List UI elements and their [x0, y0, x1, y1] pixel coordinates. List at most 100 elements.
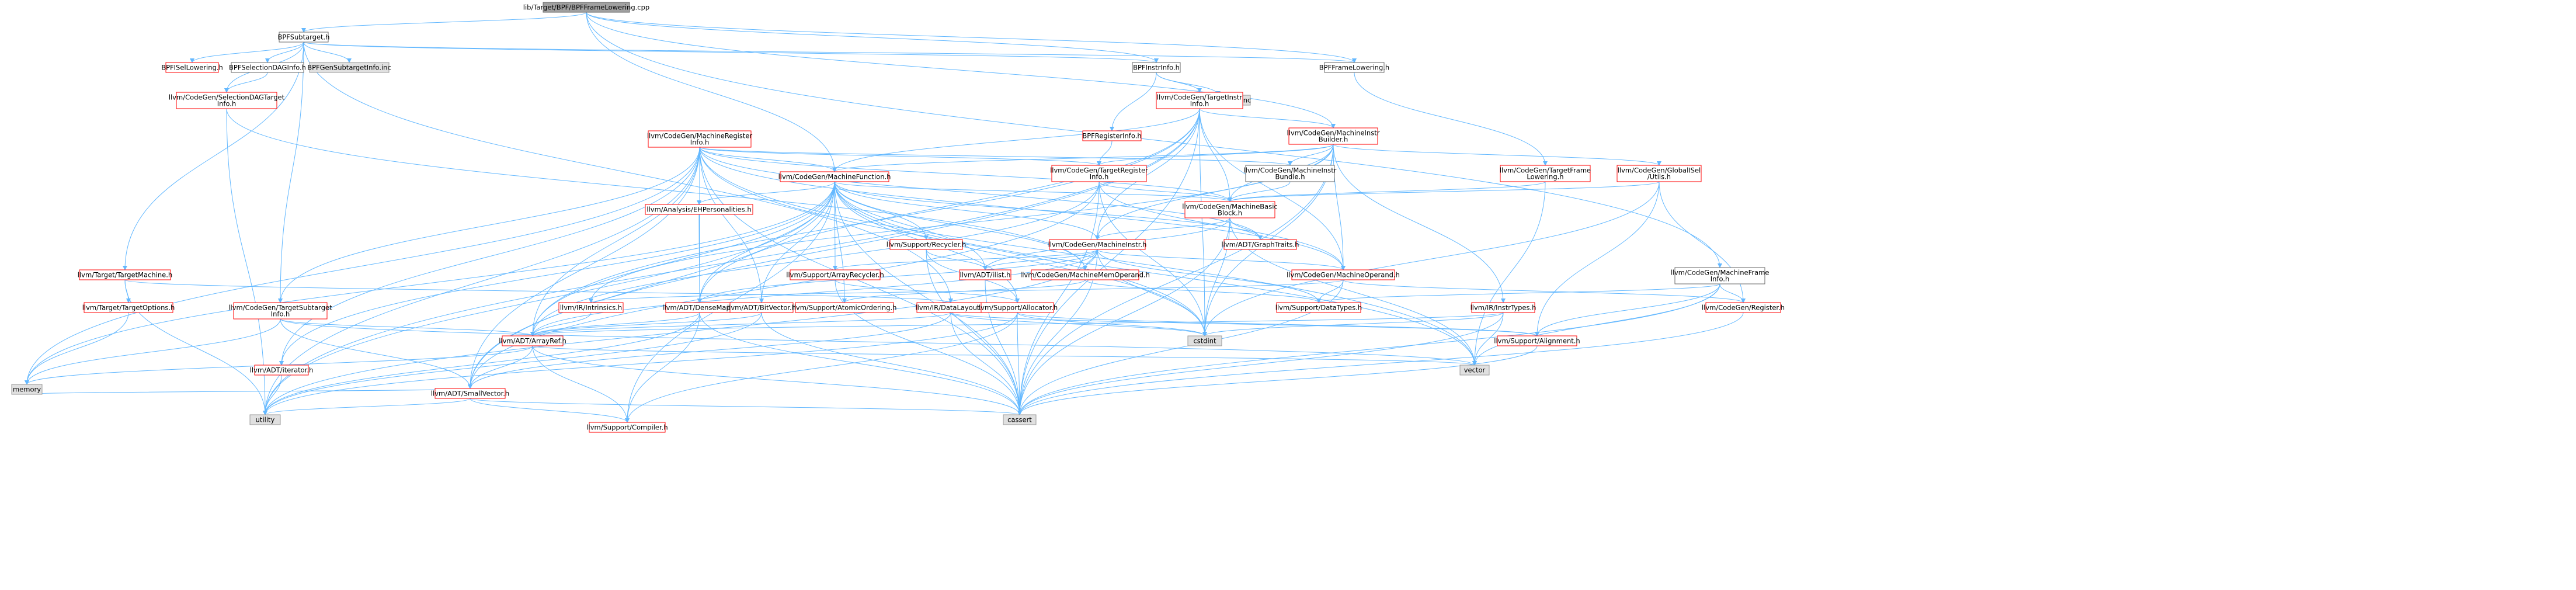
node-label-targetframelowering-1: Lowering.h: [1527, 173, 1563, 181]
node-label-bpfregisterinfo-0: BPFRegisterInfo.h: [1082, 132, 1141, 140]
edge-machineinstrbuilder-to-machinefunction: [832, 144, 1334, 172]
edge-machineregisterinfo-to-cassert: [699, 147, 1022, 415]
node-box-targetframelowering: [1500, 165, 1591, 182]
edge-bpfframelowering-to-targetframelowering: [1354, 72, 1548, 166]
node-ehpersonalities[interactable]: llvm/Analysis/EHPersonalities.h: [645, 204, 753, 215]
node-ilist[interactable]: llvm/ADT/ilist.h: [959, 269, 1011, 280]
node-label-machinefunction-0: llvm/CodeGen/MachineFunction.h: [778, 173, 891, 181]
node-machineoperand[interactable]: llvm/CodeGen/MachineOperand.h: [1287, 269, 1400, 280]
node-box-selectiondagtargetinfo: [176, 92, 277, 109]
node-box-datatypes: [1276, 302, 1361, 313]
node-bpfframelowering[interactable]: BPFFrameLowering.h: [1319, 62, 1389, 73]
node-memory: memory: [11, 384, 43, 395]
edge-targetsubtargetinfo-to-vector: [280, 318, 1477, 366]
edge-arrayref-to-compiler: [532, 345, 630, 423]
node-targetoptions[interactable]: llvm/Target/TargetOptions.h: [82, 302, 175, 313]
node-bitvector[interactable]: llvm/ADT/BitVector.h: [727, 302, 796, 313]
node-densemap[interactable]: llvm/ADT/DenseMap.h: [662, 302, 737, 313]
edge-machineregisterinfo-to-targetsubtargetinfo: [278, 147, 700, 303]
node-arrayrecycler[interactable]: llvm/Support/ArrayRecycler.h: [786, 269, 884, 280]
node-atomicordering[interactable]: llvm/Support/AtomicOrdering.h: [792, 302, 897, 313]
node-box-ilist: [959, 269, 1011, 280]
node-cassert: cassert: [1003, 414, 1037, 425]
edge-machineregisterinfo-to-machinebasicblock: [699, 147, 1232, 202]
node-allocator[interactable]: llvm/Support/Allocator.h: [977, 302, 1058, 313]
node-datalayout[interactable]: llvm/IR/DataLayout.h: [915, 302, 986, 313]
node-bpfregisterinfo[interactable]: BPFRegisterInfo.h: [1082, 130, 1142, 141]
node-bpfsubtarget[interactable]: BPFSubtarget.h: [277, 32, 330, 43]
edge-arrayref-to-vector: [532, 345, 1477, 366]
edge-machineinstrbuilder-to-machineoperand: [1333, 144, 1346, 270]
edge-machineoperand-to-register: [1343, 279, 1746, 303]
edge-machineframeinfo-to-cassert: [1017, 283, 1720, 415]
edge-bpfsubtarget-to-datalayout: [303, 41, 953, 303]
edge-machinebasicblock-to-graphtraits: [1229, 217, 1263, 240]
edge-machinefunction-to-utility: [263, 181, 835, 415]
node-instrtypes[interactable]: llvm/IR/InstrTypes.h: [1470, 302, 1536, 313]
node-arrayref[interactable]: llvm/ADT/ArrayRef.h: [499, 335, 566, 346]
node-label-machinememoperand-0: llvm/CodeGen/MachineMemOperand.h: [1020, 271, 1150, 279]
node-box-bpfgensubtargetinfo: [309, 62, 390, 73]
edge-machineregisterinfo-to-utility: [263, 147, 700, 415]
edge-smallvector-to-memory: [25, 388, 471, 395]
node-machinememoperand[interactable]: llvm/CodeGen/MachineMemOperand.h: [1020, 269, 1150, 280]
edge-targetregisterinfo-to-cassert: [1017, 181, 1100, 415]
edge-machineframeinfo-to-vector: [1472, 283, 1720, 366]
node-box-bpfselectiondaginfo: [231, 62, 304, 73]
node-globalisel[interactable]: llvm/CodeGen/GlobalISel/Utils.h: [1616, 165, 1702, 182]
node-smallvector[interactable]: llvm/ADT/SmallVector.h: [431, 388, 509, 399]
edge-targetregisterinfo-to-cstdint: [1098, 181, 1207, 336]
node-datatypes[interactable]: llvm/Support/DataTypes.h: [1275, 302, 1362, 313]
node-iterator[interactable]: llvm/ADT/iterator.h: [250, 365, 314, 376]
node-box-targetoptions: [84, 302, 173, 313]
node-bpfselectiondaginfo[interactable]: BPFSelectionDAGInfo.h: [229, 62, 306, 73]
node-box-bpfisellowering: [165, 62, 219, 73]
node-machineinstr[interactable]: llvm/CodeGen/MachineInstr.h: [1048, 239, 1147, 250]
node-box-machineregisterinfo: [648, 130, 752, 148]
node-bpfisellowering[interactable]: BPFISelLowering.h: [161, 62, 223, 73]
node-register[interactable]: llvm/CodeGen/Register.h: [1702, 302, 1785, 313]
node-box-ehpersonalities: [645, 204, 753, 215]
node-box-utility: [249, 414, 281, 425]
edge-machinefunction-to-machineinstr: [834, 181, 1100, 240]
node-root[interactable]: lib/Target/BPF/BPFFrameLowering.cpp: [523, 2, 649, 13]
edge-iterator-to-utility: [263, 374, 282, 415]
node-box-cstdint: [1187, 335, 1222, 346]
node-box-machineframeinfo: [1674, 267, 1765, 284]
node-alignment[interactable]: llvm/Support/Alignment.h: [1494, 335, 1580, 346]
edge-targetregisterinfo-to-machinebasicblock: [1098, 181, 1232, 202]
node-box-arrayref: [502, 335, 564, 346]
node-machinefunction[interactable]: llvm/CodeGen/MachineFunction.h: [778, 171, 891, 182]
node-label-bpfisellowering-0: BPFISelLowering.h: [161, 64, 223, 72]
node-graphtraits[interactable]: llvm/ADT/GraphTraits.h: [1222, 239, 1299, 250]
node-targetmachine[interactable]: llvm/Target/TargetMachine.h: [78, 269, 172, 280]
edge-root-to-bpfsubtarget: [301, 12, 587, 33]
node-label-machineinstr-0: llvm/CodeGen/MachineInstr.h: [1048, 241, 1147, 249]
edge-bpfsubtarget-to-bpfselectiondaginfo: [265, 41, 304, 63]
node-compiler[interactable]: llvm/Support/Compiler.h: [586, 422, 668, 433]
edge-allocator-to-cstdint: [1017, 312, 1207, 336]
edge-machineframeinfo-to-datatypes: [1316, 283, 1720, 303]
edge-bpfsubtarget-to-bpfisellowering: [190, 41, 304, 63]
node-label-cstdint-0: cstdint: [1193, 337, 1216, 345]
edge-instrtypes-to-arrayref: [530, 312, 1504, 336]
node-label-machineframeinfo-0: llvm/CodeGen/MachineFrame: [1671, 269, 1770, 277]
edge-machinefunction-to-compiler: [625, 181, 835, 423]
node-intrinsics[interactable]: llvm/IR/Intrinsics.h: [558, 302, 624, 313]
node-utility: utility: [249, 414, 281, 425]
node-bpfinstrinfo[interactable]: BPFInstrInfo.h: [1132, 62, 1181, 73]
node-recycler[interactable]: llvm/Support/Recycler.h: [887, 239, 967, 250]
node-label-ehpersonalities-0: llvm/Analysis/EHPersonalities.h: [646, 206, 751, 214]
edge-ehpersonalities-to-densemap: [697, 214, 702, 303]
